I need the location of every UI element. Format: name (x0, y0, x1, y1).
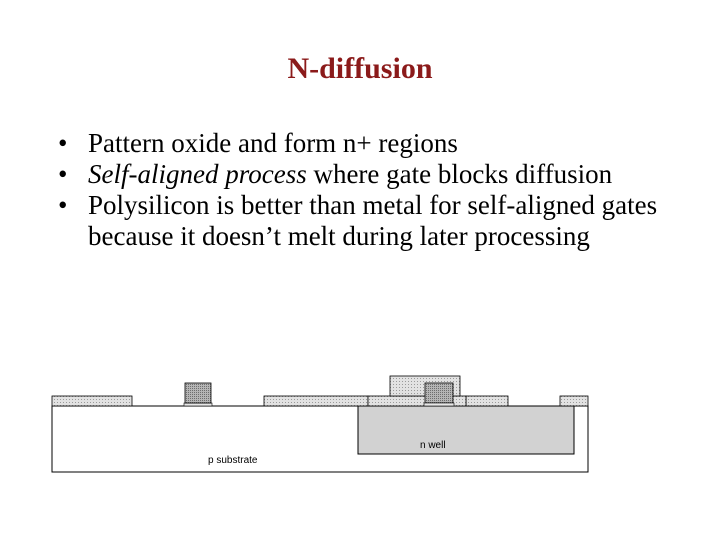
gate-oxide (423, 402, 455, 407)
field-oxide-segment (263, 395, 369, 407)
bullet-text: Pattern oxide and form n+ regions (88, 128, 458, 158)
bullet-dot: • (58, 190, 68, 220)
field-oxide-segment (465, 395, 509, 407)
p-substrate-label: p substrate (208, 455, 258, 466)
bullet-list: • Pattern oxide and form n+ regions • Se… (58, 128, 668, 252)
n-well-region (357, 405, 575, 455)
slide-title: N-diffusion (287, 52, 433, 85)
bullet-text: Polysilicon is better than metal for sel… (88, 190, 658, 251)
bullet-item: • Polysilicon is better than metal for s… (58, 190, 668, 252)
bullet-dot: • (58, 128, 68, 158)
cross-section-diagram: p substrate n well (51, 375, 589, 473)
n-well-label: n well (420, 440, 446, 451)
polysilicon-gate (424, 382, 454, 404)
gate-oxide (183, 402, 213, 407)
bullet-emphasis: Self-aligned process (88, 159, 307, 189)
field-oxide-segment (51, 395, 133, 407)
bullet-item: • Self-aligned process where gate blocks… (58, 159, 668, 190)
bullet-dot: • (58, 159, 68, 189)
field-oxide-segment (559, 395, 589, 407)
polysilicon-gate (184, 382, 212, 404)
bullet-text: where gate blocks diffusion (306, 159, 613, 189)
bullet-item: • Pattern oxide and form n+ regions (58, 128, 668, 159)
